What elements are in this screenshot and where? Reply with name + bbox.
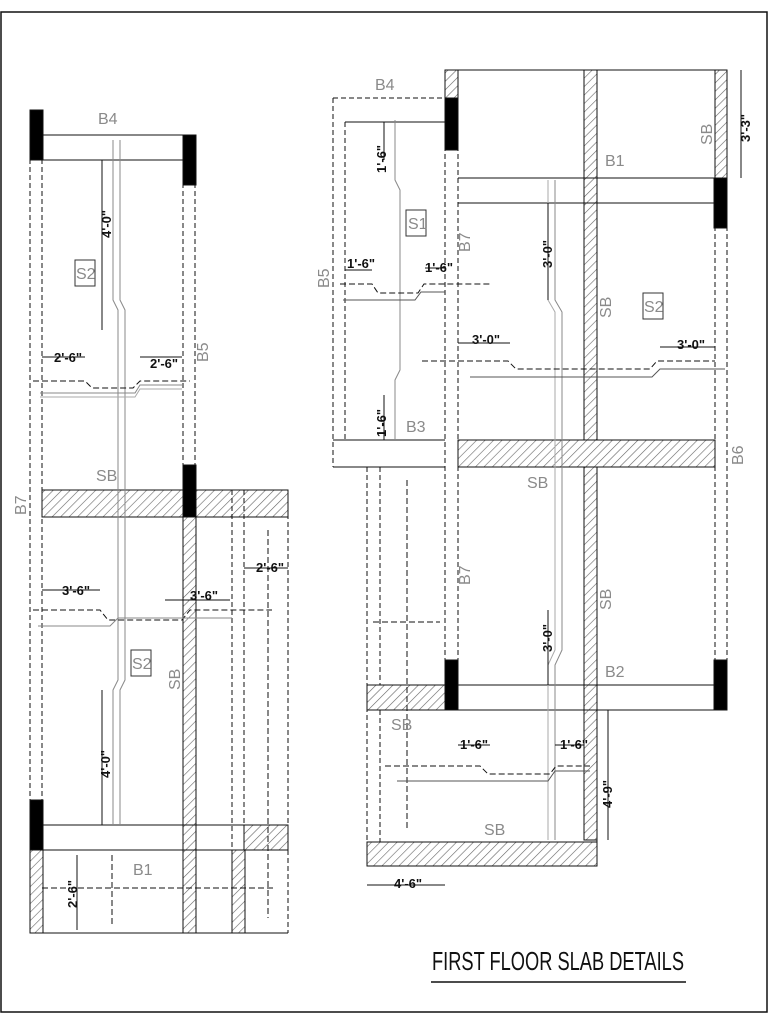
left-sb-top-label: SB [96, 468, 117, 485]
right-sb-low-label: SB [391, 717, 412, 734]
dim-right-s1-bottom: 1'-6" [374, 409, 389, 437]
right-beam-b7-lower-label: B7 [457, 565, 474, 585]
slab-tag-box [74, 259, 96, 287]
dim-right-s1-right: 1'-6" [425, 260, 453, 275]
left-beam-b5-label: B5 [195, 342, 212, 362]
right-sb-mid-h-label: SB [527, 475, 548, 492]
dim-left-bottom-left: 2'-6" [65, 880, 80, 908]
dim-left-upper-right: 2'-6" [150, 356, 178, 371]
dim-left-top-span: 4'-0" [99, 210, 114, 238]
right-beam-b3-label: B3 [406, 419, 426, 436]
right-beam-b6-label: B6 [730, 445, 747, 465]
right-slab-s2-label: S2 [644, 299, 664, 316]
left-sb-side-label: SB [167, 669, 184, 690]
column [182, 464, 197, 518]
column [182, 134, 197, 186]
drawing-title: FIRST FLOOR SLAB DETAILS [432, 946, 684, 976]
column [444, 97, 459, 151]
right-sb-top-label: SB [699, 124, 716, 145]
column [29, 799, 44, 851]
slab-tag-box [405, 209, 427, 237]
column [444, 659, 459, 711]
right-sb-mid-v-label: SB [598, 297, 615, 318]
dim-left-upper-left: 2'-6" [54, 350, 82, 365]
column [713, 177, 728, 229]
dim-right-s2-lower: 3'-0" [540, 624, 555, 652]
dim-left-mid-right: 3'-6" [190, 588, 218, 603]
left-beam-b1-label: B1 [133, 862, 153, 879]
left-slab-upper-label: S2 [76, 266, 96, 283]
dim-right-s2-left: 3'-0" [472, 332, 500, 347]
right-beam-b5-label: B5 [316, 268, 333, 288]
right-slab-s1-label: S1 [408, 216, 428, 233]
right-sb-bottom-label: SB [484, 822, 505, 839]
left-beam-b4-label: B4 [98, 111, 118, 128]
dim-right-top-right: 3'-3" [738, 114, 753, 142]
dim-left-lower-span: 4'-0" [98, 750, 113, 778]
dim-right-s2-right: 3'-0" [677, 337, 705, 352]
right-sb-bottom [366, 841, 598, 867]
right-beam-b4-label: B4 [375, 77, 395, 94]
dim-right-s2-upper: 3'-0" [540, 240, 555, 268]
dim-right-s1-top: 1'-6" [374, 145, 389, 173]
right-sb-mid-v2-label: SB [598, 589, 615, 610]
dim-left-side-right: 2'-6" [256, 560, 284, 575]
dim-right-low-right: 1'-6" [560, 737, 588, 752]
left-sb-vertical [182, 516, 197, 934]
column [29, 109, 44, 161]
right-sb-band [457, 439, 716, 468]
slab-tag-box [130, 649, 152, 677]
left-beam-b7-label: B7 [13, 495, 30, 515]
dim-right-s1-left: 1'-6" [347, 256, 375, 271]
right-beam-b7-upper-label: B7 [457, 232, 474, 252]
dim-right-bottom: 4'-6" [394, 876, 422, 891]
left-plan [29, 109, 289, 934]
dim-left-mid-left: 3'-6" [62, 583, 90, 598]
drawing-frame [0, 11, 768, 1013]
right-beam-b1-label: B1 [605, 153, 625, 170]
right-beam-b2-label: B2 [605, 664, 625, 681]
column [713, 659, 728, 711]
slab-tag-box [642, 292, 664, 320]
left-slab-lower-label: S2 [132, 656, 152, 673]
dim-right-low-left: 1'-6" [460, 737, 488, 752]
right-plan [332, 69, 742, 886]
dim-right-low-side: 4'-9" [600, 780, 615, 808]
left-sb-band [41, 489, 289, 518]
